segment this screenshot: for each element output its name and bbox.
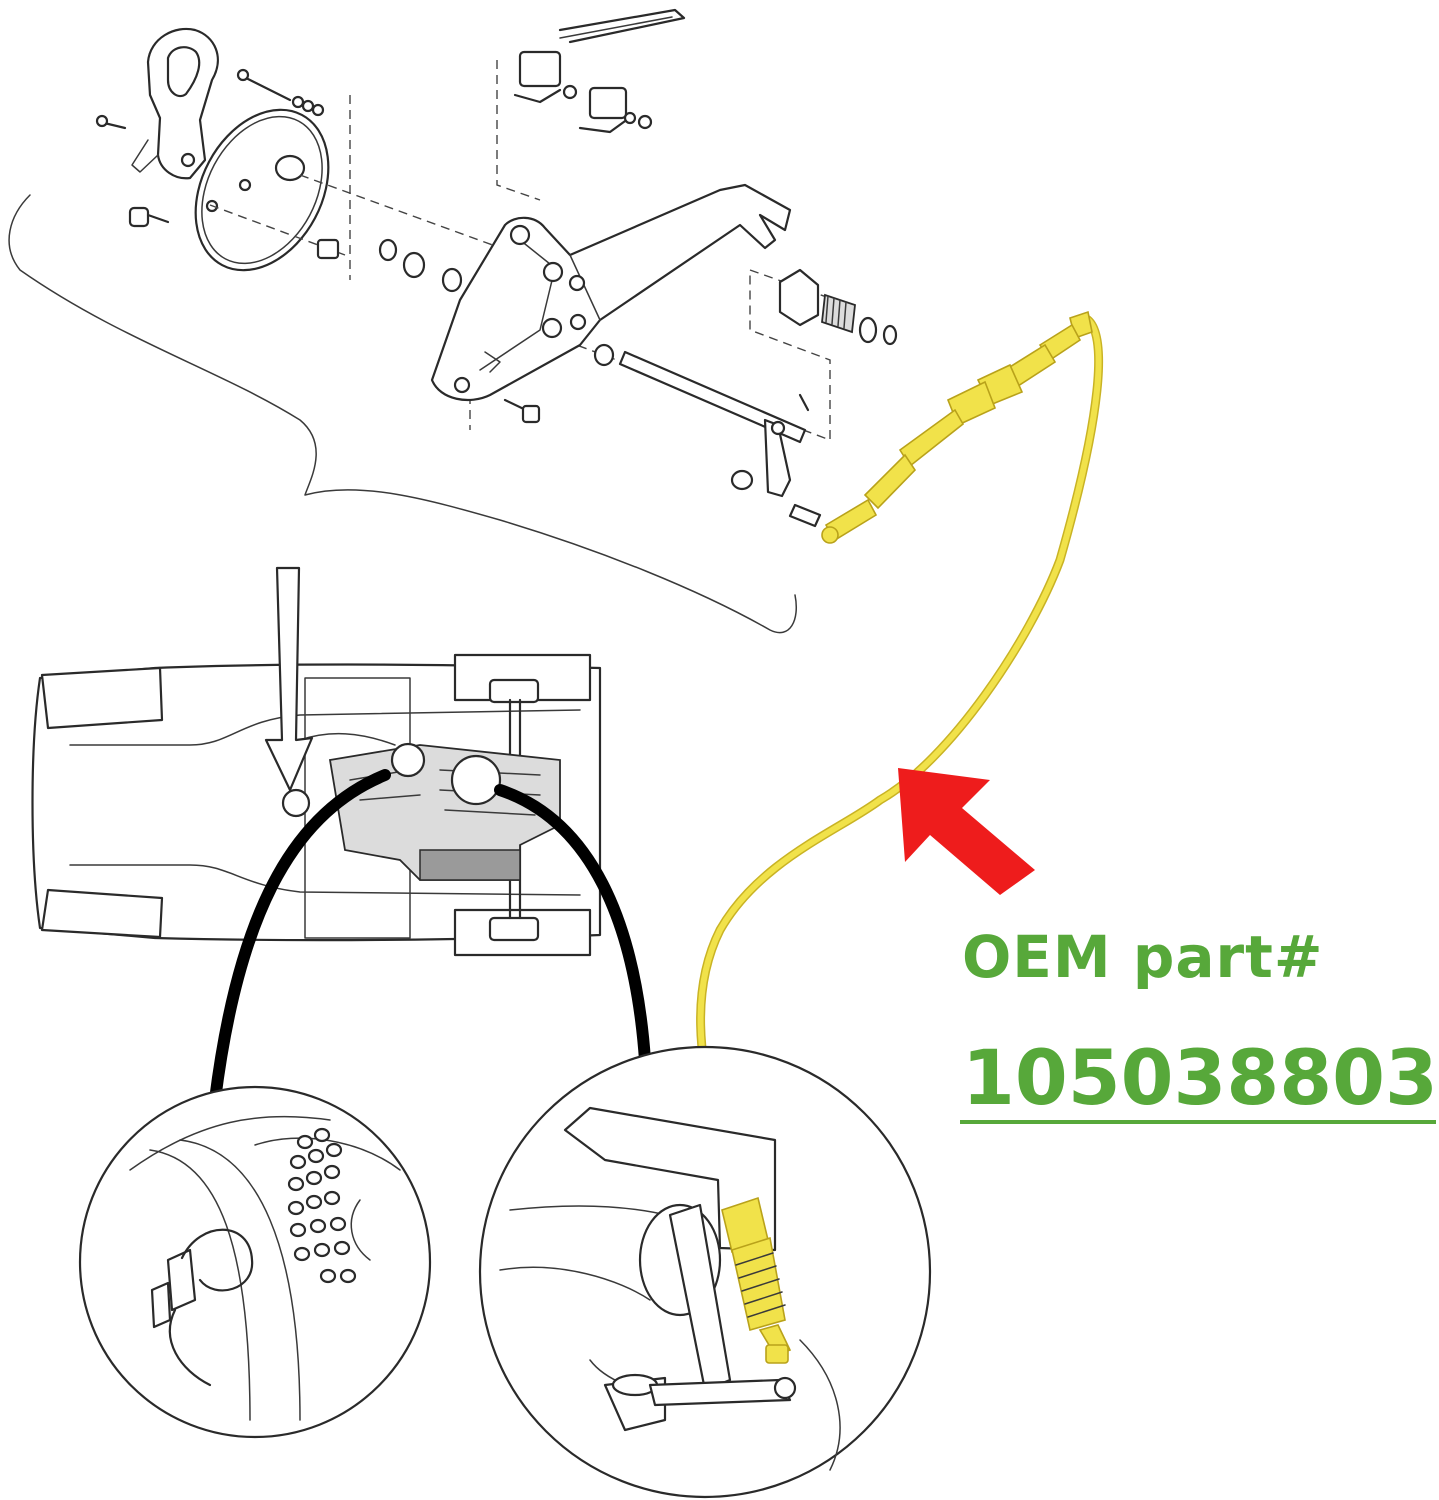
detail-circle-right — [478, 1045, 932, 1499]
lever-handle — [131, 27, 219, 180]
assembly-outline — [8, 194, 797, 634]
oem-part-number: 105038803 — [962, 1033, 1438, 1122]
vent-holes — [287, 1127, 357, 1284]
screw — [503, 398, 541, 424]
washers — [316, 238, 615, 367]
main-bracket — [430, 183, 792, 402]
tractor-top-view — [31, 566, 602, 957]
switches — [513, 8, 686, 134]
shaft — [618, 350, 822, 528]
leader-lines — [209, 769, 651, 1106]
red-arrow-icon — [898, 768, 1035, 895]
detail-circle-left — [78, 1085, 432, 1439]
disc-plate — [194, 108, 330, 272]
oem-part-label: OEM part# — [962, 923, 1324, 991]
oem-part-underline — [960, 1120, 1436, 1124]
down-arrow-icon — [264, 566, 314, 792]
bolts — [95, 68, 325, 228]
spring-assembly — [778, 268, 898, 346]
